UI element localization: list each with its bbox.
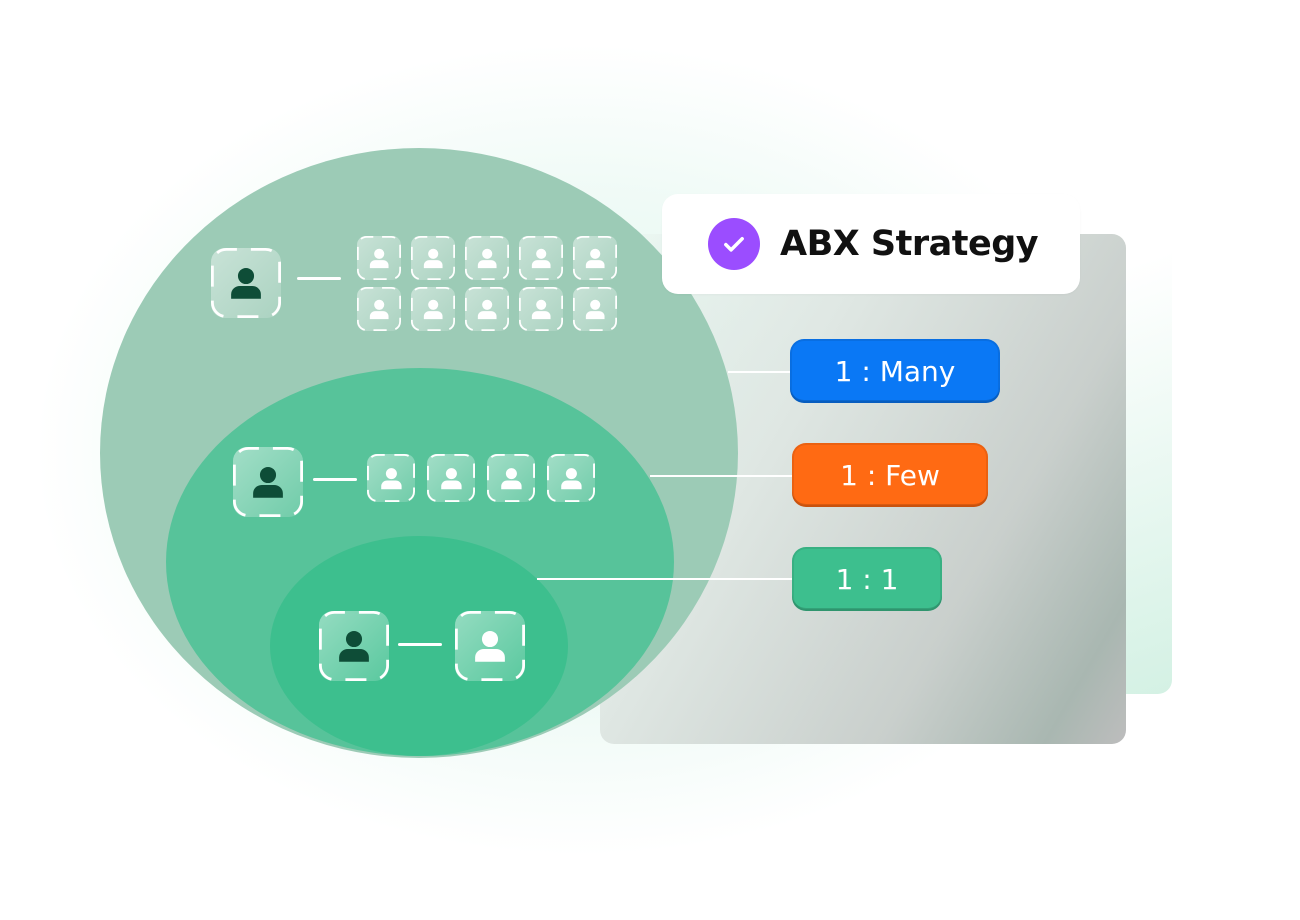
user-icon	[380, 467, 402, 489]
tier-label: 1 : Many	[834, 354, 956, 388]
user-icon	[369, 299, 389, 319]
user-icon	[440, 467, 462, 489]
connector-line-few	[650, 475, 794, 477]
user-icon	[339, 630, 369, 662]
contact-avatar-tile	[487, 454, 535, 502]
contact-avatar-tile	[367, 454, 415, 502]
contact-avatar-tile	[547, 454, 595, 502]
contact-avatar-tile	[573, 236, 617, 280]
contact-avatar-tile	[519, 287, 563, 331]
user-icon	[477, 299, 497, 319]
user-icon	[231, 267, 261, 299]
user-icon	[531, 299, 551, 319]
contact-avatar-tile	[357, 287, 401, 331]
user-icon	[500, 467, 522, 489]
user-icon	[423, 299, 443, 319]
contact-avatar-tile	[427, 454, 475, 502]
contact-avatar-tile	[357, 236, 401, 280]
contact-avatar-tile	[411, 287, 455, 331]
relation-dash	[398, 643, 442, 646]
check-circle-icon	[708, 218, 760, 270]
contact-avatar-tile	[465, 236, 509, 280]
user-icon	[560, 467, 582, 489]
connector-line-one	[537, 578, 793, 580]
contact-avatar-tile	[455, 611, 525, 681]
contact-avatar-tile	[411, 236, 455, 280]
tier-badge-one-to-many: 1 : Many	[790, 339, 1000, 403]
tier-label: 1 : Few	[840, 458, 940, 492]
user-icon	[423, 248, 443, 268]
strategy-title: ABX Strategy	[780, 224, 1039, 264]
user-icon	[253, 466, 283, 498]
seller-avatar-tile	[233, 447, 303, 517]
seller-avatar-tile	[211, 248, 281, 318]
connector-line-many	[728, 371, 792, 373]
strategy-title-card: ABX Strategy	[662, 194, 1080, 294]
seller-avatar-tile	[319, 611, 389, 681]
contact-avatar-tile	[465, 287, 509, 331]
contact-avatar-tile	[519, 236, 563, 280]
relation-dash	[313, 478, 357, 481]
tier-badge-one-to-few: 1 : Few	[792, 443, 988, 507]
user-icon	[531, 248, 551, 268]
tier-label: 1 : 1	[835, 562, 899, 596]
tier-badge-one-to-one: 1 : 1	[792, 547, 942, 611]
relation-dash	[297, 277, 341, 280]
user-icon	[369, 248, 389, 268]
user-icon	[477, 248, 497, 268]
user-icon	[585, 299, 605, 319]
user-icon	[475, 630, 505, 662]
contact-avatar-tile	[573, 287, 617, 331]
user-icon	[585, 248, 605, 268]
